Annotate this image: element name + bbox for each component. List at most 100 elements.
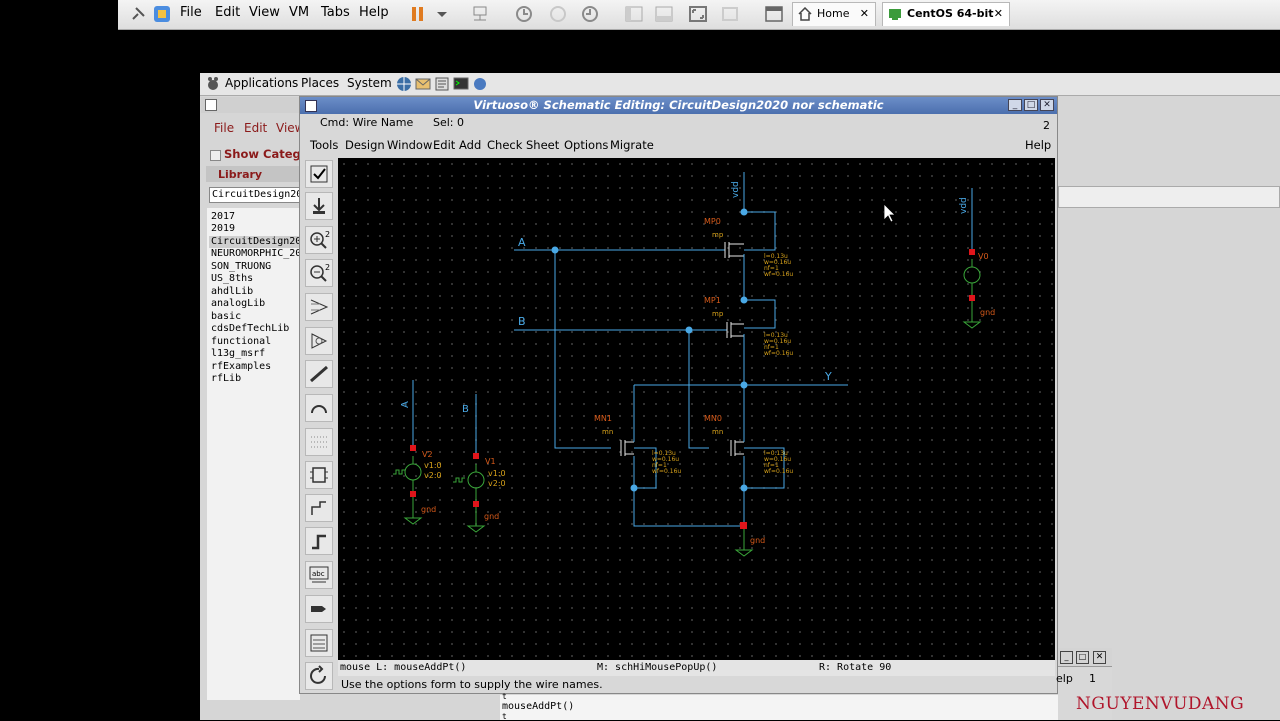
maximize-button[interactable]: □ [1024,99,1038,111]
virtuoso-titlebar: Virtuoso® Schematic Editing: CircuitDesi… [300,97,1057,114]
selection-count: Sel: 0 [433,116,465,129]
menu-window[interactable]: Window [387,138,433,152]
param: l=0.13u [652,450,676,457]
show-categories-checkbox[interactable] [210,150,221,161]
menu-options[interactable]: Options [564,138,609,152]
param: l=0.13u [764,332,788,339]
lib-menu-edit[interactable]: Edit [244,121,268,135]
minimize-button[interactable]: _ [1008,99,1022,111]
library-item[interactable]: ahdlLib [211,286,254,297]
close-button[interactable]: ✕ [1040,99,1054,111]
menu-system[interactable]: System [347,76,392,90]
zoom-out-icon[interactable]: 2 [305,259,333,287]
save-icon[interactable] [305,192,333,220]
library-item[interactable]: analogLib [211,298,266,309]
menu-sheet[interactable]: Sheet [526,138,560,152]
narrow-wire-icon[interactable] [305,494,333,522]
library-item[interactable]: SON_TRUONG [211,261,272,272]
mp1-label: MP1 [704,296,721,305]
fullscreen-icon[interactable] [688,4,708,24]
close-icon[interactable]: ✕ [993,7,1003,20]
menu-tools[interactable]: Tools [310,138,339,152]
pin-icon[interactable] [128,4,148,24]
library-item[interactable]: basic [211,311,242,322]
lib-menu-file[interactable]: File [214,121,235,135]
schematic-drawing: A B Y A B vdd vdd MP0 mp MP1 mp MN1 mn M… [393,172,995,557]
sidebar-toggle-icon[interactable] [624,4,644,24]
check-save-icon[interactable] [305,160,333,188]
vdd-label: vdd [731,181,741,198]
help-label[interactable]: elp [1056,672,1073,685]
param: wf=0.16u [764,271,793,278]
vm-menu-file[interactable]: File [180,5,202,20]
stretch-icon[interactable] [305,293,333,321]
vm-menu-view[interactable]: View [249,5,280,20]
email-icon[interactable] [415,76,431,95]
menu-add[interactable]: Add [459,138,482,152]
library-item[interactable]: NEUROMORPHIC_20 [211,248,302,259]
wire-icon[interactable] [305,360,333,388]
library-item[interactable]: l13g_msrf [211,348,266,359]
network-status-icon[interactable] [472,76,488,95]
redo-icon[interactable] [305,428,333,456]
zoom-in-icon[interactable]: 2 [305,226,333,254]
param: w=0.16u [764,338,791,345]
snapshot-icon[interactable] [514,4,534,24]
copy-icon[interactable] [305,327,333,355]
schematic-canvas[interactable]: A B Y A B vdd vdd MP0 mp MP1 mp MN1 mn M… [338,158,1055,660]
console-view-icon[interactable] [654,4,674,24]
dropdown-arrow-icon[interactable] [432,4,452,24]
menu-places[interactable]: Places [301,76,340,90]
menu-migrate[interactable]: Migrate [610,138,654,152]
close-button[interactable]: ✕ [1093,651,1106,664]
console-line: t [502,712,507,721]
library-cell-field[interactable] [1058,186,1280,208]
label-icon[interactable]: abc [305,561,333,589]
mn0-model: mn [712,428,723,436]
terminal-icon[interactable] [453,76,469,95]
vm-menu-tabs[interactable]: Tabs [321,5,350,20]
window-menu-icon[interactable] [305,100,317,112]
param: w=0.16u [764,259,791,266]
home-icon [798,6,812,29]
library-item[interactable]: rfLib [211,373,242,384]
menu-check[interactable]: Check [487,138,523,152]
library-item[interactable]: rfExamples [211,361,272,372]
pause-icon[interactable] [408,4,428,24]
library-item[interactable]: US_8ths [211,273,254,284]
minimize-button[interactable]: _ [1060,651,1073,664]
properties-icon[interactable] [305,629,333,657]
menu-design[interactable]: Design [345,138,385,152]
gnome-panel: Applications Places System [200,73,1280,96]
menu-help[interactable]: Help [1025,138,1052,152]
snapshot-manager-icon[interactable] [580,4,600,24]
menu-edit[interactable]: Edit [433,138,456,152]
network-icon[interactable] [470,4,490,24]
window-menu-icon[interactable] [205,99,217,111]
vm-menu-edit[interactable]: Edit [215,5,241,20]
vm-menu-help[interactable]: Help [359,5,389,20]
maximize-button[interactable]: □ [1076,651,1089,664]
param: w=0.16u [764,456,791,463]
library-view-icon[interactable] [764,4,784,24]
vm-menu-vm[interactable]: VM [289,5,310,20]
window-title: Virtuoso® Schematic Editing: CircuitDesi… [473,98,884,112]
pin-icon[interactable] [305,595,333,623]
library-item[interactable]: functional [211,336,272,347]
tab-centos[interactable]: CentOS 64-bit ✕ [882,2,1010,26]
instance-icon[interactable] [305,461,333,489]
lib-menu-view[interactable]: View [276,121,305,135]
close-icon[interactable]: ✕ [859,7,869,20]
tab-home[interactable]: Home ✕ [792,2,876,26]
library-item[interactable]: 2019 [211,223,236,234]
library-item[interactable]: cdsDefTechLib [211,323,290,334]
browser-icon[interactable] [396,76,412,95]
wide-wire-icon[interactable] [305,527,333,555]
rotate-icon[interactable] [305,662,333,690]
library-filter-input[interactable]: CircuitDesign20 [209,187,301,203]
editor-icon[interactable] [434,76,450,95]
library-item[interactable]: CircuitDesign20 [211,236,302,247]
menu-applications[interactable]: Applications [225,76,299,90]
library-item[interactable]: 2017 [211,211,236,222]
undo-icon[interactable] [305,394,333,422]
